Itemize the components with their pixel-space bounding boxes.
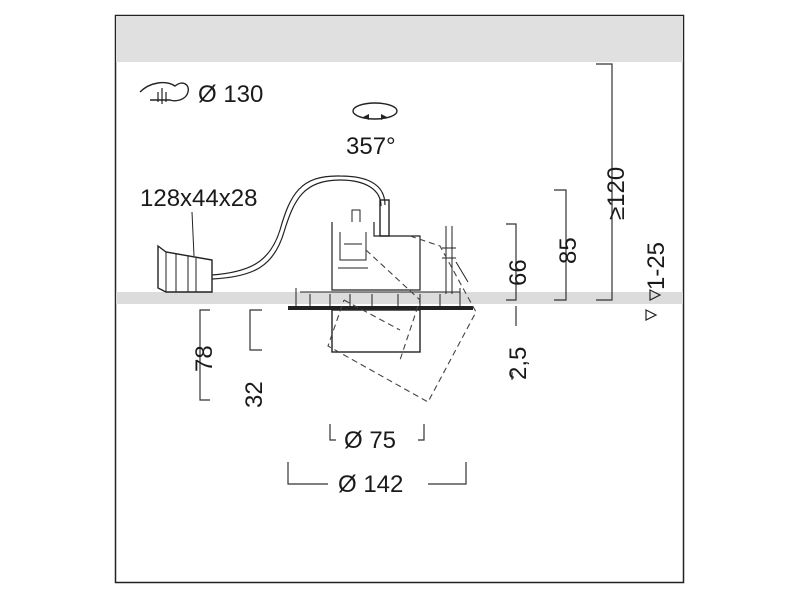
dia-142-label: Ø 142 xyxy=(338,471,403,498)
luminaire-housing xyxy=(288,199,473,353)
dim-78-label: 78 xyxy=(191,345,218,372)
ceiling-line xyxy=(116,292,683,304)
ceiling-thickness-label: 1-25 xyxy=(643,242,670,290)
ceiling-band-top xyxy=(116,16,683,62)
triangle-marker-icon xyxy=(645,289,662,321)
cable xyxy=(211,175,386,276)
dim-120-label: ≥120 xyxy=(603,167,630,220)
driver-box-label: 128x44x28 xyxy=(140,185,257,212)
dim-2-5-label: 2,5 xyxy=(505,347,532,380)
dia-75-label: Ø 75 xyxy=(344,427,396,454)
driver-box xyxy=(157,211,213,293)
dim-66-label: 66 xyxy=(505,259,532,286)
cutout-label: Ø 130 xyxy=(198,81,263,108)
rotation-arrow-icon xyxy=(352,102,398,120)
dim-32-label: 32 xyxy=(241,381,268,408)
dim-85-label: 85 xyxy=(555,237,582,264)
swivel-outline xyxy=(327,235,477,403)
rotation-label: 357° xyxy=(346,133,396,160)
cutout-hand-icon xyxy=(139,81,189,104)
